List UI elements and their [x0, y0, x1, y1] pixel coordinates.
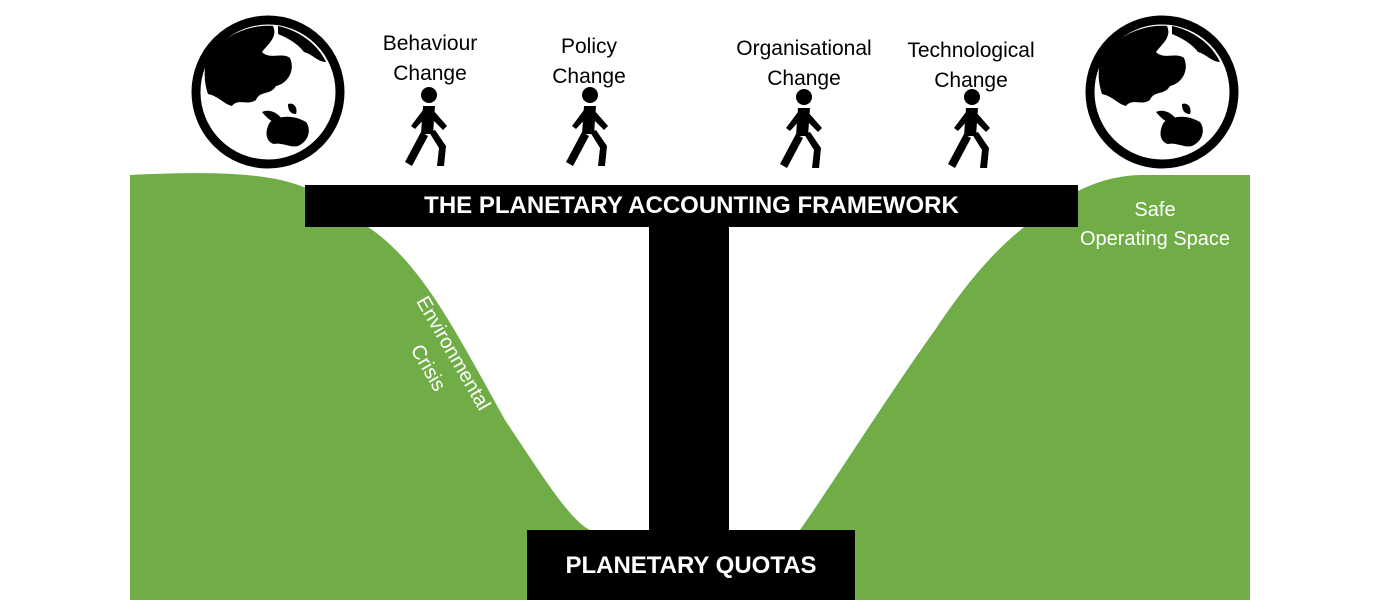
policy-change-label: Policy Change	[514, 32, 664, 92]
bridge-title: THE PLANETARY ACCOUNTING FRAMEWORK	[424, 192, 959, 219]
walking-person-icon	[405, 87, 447, 166]
behaviour-change-line1: Behaviour	[382, 32, 478, 55]
technological-change-line1: Technological	[907, 39, 1035, 62]
safe-operating-space-line2: Operating Space	[1079, 228, 1231, 250]
organisational-change-label: Organisational Change	[718, 34, 890, 94]
safe-operating-space-line1: Safe	[1134, 199, 1176, 221]
globe-icon	[1085, 15, 1239, 169]
foundation-title: PLANETARY QUOTAS	[565, 552, 817, 579]
bridge-deck	[305, 185, 1078, 227]
organisational-change-line2: Change	[767, 67, 841, 90]
safe-operating-space-label: Safe Operating Space	[1062, 196, 1248, 254]
technological-change-label: Technological Change	[890, 36, 1052, 96]
organisational-change-line1: Organisational	[736, 37, 872, 60]
walking-person-icon	[780, 89, 822, 168]
technological-change-line2: Change	[934, 69, 1008, 92]
bridge-pillar	[649, 225, 729, 530]
behaviour-change-line2: Change	[393, 62, 467, 85]
behaviour-change-label: Behaviour Change	[355, 29, 505, 89]
walking-person-icon	[566, 87, 608, 166]
green-valley	[130, 173, 1250, 600]
policy-change-line1: Policy	[560, 35, 618, 58]
policy-change-line2: Change	[552, 65, 626, 88]
walking-person-icon	[948, 89, 990, 168]
globe-icon	[191, 15, 345, 169]
foundation-block	[527, 530, 855, 600]
